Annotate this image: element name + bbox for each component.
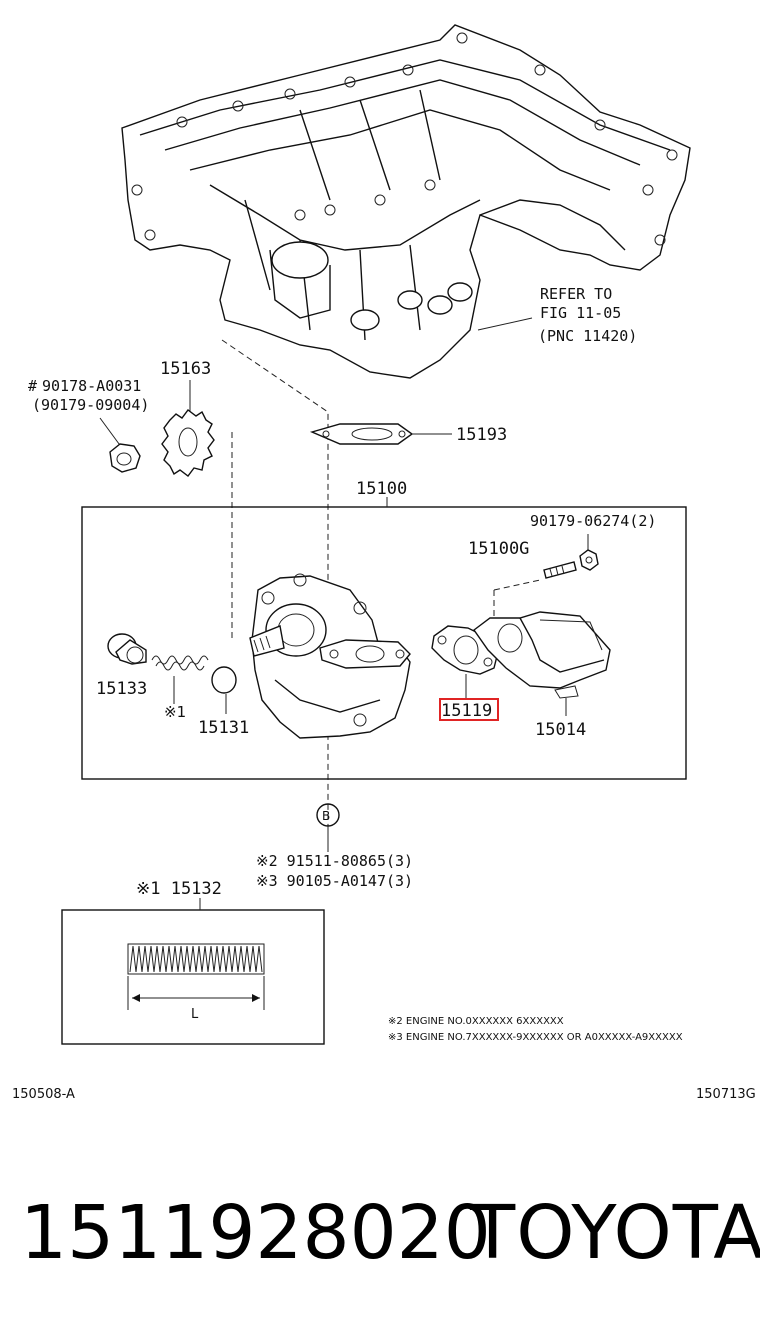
- label-15163: 15163: [160, 359, 211, 379]
- callout-b: B: [316, 803, 340, 852]
- svg-text:B: B: [322, 809, 330, 823]
- label-note-mark-1: ※1: [164, 703, 186, 721]
- spring-detail-box: [61, 909, 325, 1045]
- oil-pump-body-icon: [249, 573, 411, 739]
- part-number: 1511928020: [20, 1190, 491, 1276]
- strainer-15014-icon: [473, 611, 611, 716]
- label-length-l: L: [191, 1007, 199, 1022]
- oil-pan-illustration: [121, 24, 691, 379]
- assembly-box-15100: [81, 506, 687, 780]
- nut-90178-icon: [99, 417, 141, 473]
- label-15132: ※1 15132: [136, 879, 222, 899]
- label-90179-06274: 90179-06274(2): [530, 512, 656, 530]
- engine-note-2: ※3 ENGINE NO.7XXXXXX-9XXXXXX OR A0XXXXX-…: [388, 1032, 683, 1043]
- nut-mark: #: [28, 377, 37, 395]
- label-15100: 15100: [356, 479, 407, 499]
- label-90105: ※3 90105-A0147(3): [256, 872, 413, 890]
- nut-90179-icon: [579, 534, 599, 571]
- stud-15100g-icon: [543, 561, 577, 579]
- label-90178: 90178-A0031: [42, 377, 141, 395]
- refer-note: REFER TO FIG 11-05 (PNC 11420): [477, 285, 637, 345]
- plug-15133-icon: [107, 633, 147, 665]
- label-15119: 15119: [441, 701, 492, 721]
- sprocket-15163-icon: [161, 380, 215, 477]
- brand-name: TOYOTA: [470, 1190, 760, 1276]
- refer-line-3: (PNC 11420): [538, 327, 637, 345]
- engine-note-1: ※2 ENGINE NO.0XXXXXX 6XXXXXX: [388, 1016, 564, 1027]
- valve-15131-icon: [211, 666, 237, 714]
- spring-15132-icon: [127, 943, 265, 1010]
- label-15193: 15193: [456, 425, 507, 445]
- gasket-15193-icon: [309, 423, 452, 445]
- label-15100g: 15100G: [468, 539, 529, 559]
- label-91511: ※2 91511-80865(3): [256, 852, 413, 870]
- highlight-15119: [439, 698, 499, 721]
- figure-code-right: 150713G: [696, 1087, 756, 1102]
- figure-code-left: 150508-A: [12, 1087, 75, 1102]
- label-15014: 15014: [535, 720, 586, 740]
- refer-line-2: FIG 11-05: [540, 304, 621, 322]
- label-90179-09004: (90179-09004): [32, 396, 149, 414]
- relief-spring-icon: [151, 655, 209, 704]
- label-15131: 15131: [198, 718, 249, 738]
- refer-line-1: REFER TO: [540, 285, 612, 303]
- label-15133: 15133: [96, 679, 147, 699]
